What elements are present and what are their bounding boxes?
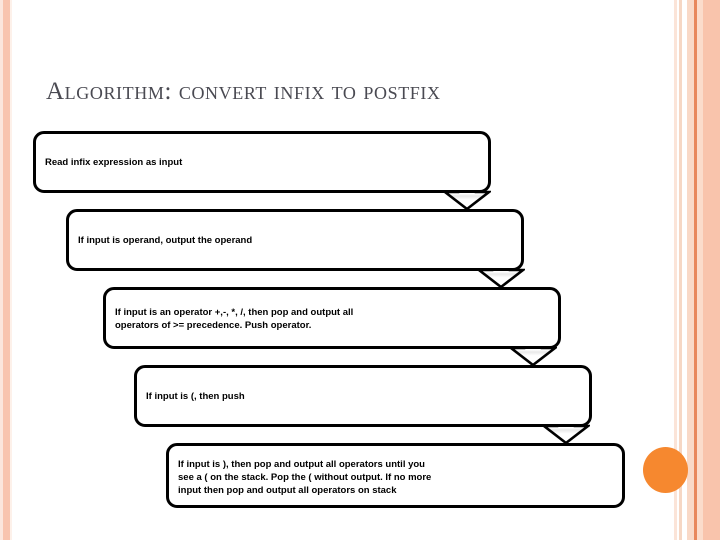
flow-step-4-text: If input is (, then push	[146, 391, 245, 402]
left-stripe-3	[10, 0, 12, 540]
slide-title: Algorithm: convert infix to postfix	[46, 78, 441, 105]
left-stripe-2	[3, 0, 10, 540]
right-stripe-3	[679, 0, 682, 540]
flow-step-5-text: If input is ), then pop and output all o…	[178, 459, 432, 496]
flow-step-3-text: If input is an operator +,-, *, /, then …	[115, 307, 354, 331]
flow-step-2-text: If input is operand, output the operand	[78, 235, 253, 246]
right-stripe-6	[694, 0, 697, 540]
flow-step-5[interactable]: If input is ), then pop and output all o…	[166, 443, 625, 508]
right-stripe-5	[687, 0, 694, 540]
circle-accent-shape	[643, 447, 688, 493]
flow-step-1[interactable]: Read infix expression as input	[33, 131, 491, 193]
flow-step-3[interactable]: If input is an operator +,-, *, /, then …	[103, 287, 561, 349]
right-stripe-7	[697, 0, 703, 540]
left-stripe-1	[0, 0, 3, 540]
right-stripe-1	[674, 0, 677, 540]
flow-step-2[interactable]: If input is operand, output the operand	[66, 209, 524, 271]
flow-step-1-text: Read infix expression as input	[45, 157, 183, 168]
right-stripe-2	[677, 0, 679, 540]
right-stripe-8	[703, 0, 720, 540]
flow-step-4[interactable]: If input is (, then push	[134, 365, 592, 427]
right-stripe-4	[682, 0, 687, 540]
